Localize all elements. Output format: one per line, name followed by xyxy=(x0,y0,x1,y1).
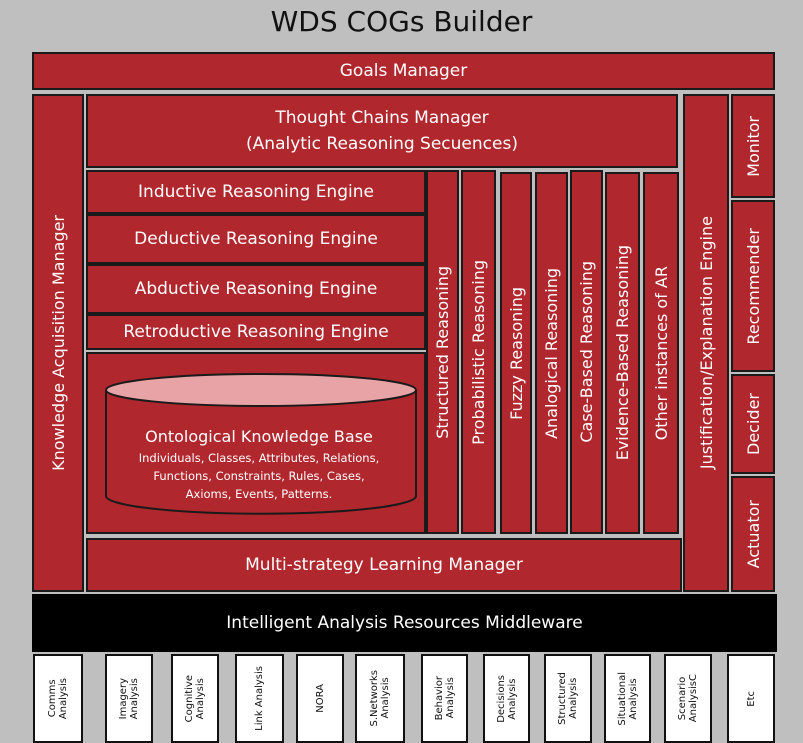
reasoning-label: Probabilistic Reasoning xyxy=(469,259,488,445)
middleware-bar: Intelligent Analysis Resources Middlewar… xyxy=(32,594,777,652)
resource-label-line: Analysis xyxy=(506,677,518,720)
resource-nora: NORA xyxy=(296,654,344,743)
resource-label-line: Situational xyxy=(616,671,628,726)
retroductive-engine: Retroductive Reasoning Engine xyxy=(86,314,426,350)
resource-etc: Etc xyxy=(727,654,775,743)
resource-label-line: Analysis xyxy=(444,677,456,720)
deductive-engine: Deductive Reasoning Engine xyxy=(86,214,426,264)
resource-label-line: Analysis xyxy=(380,677,391,720)
reasoning-label: Structured Reasoning xyxy=(433,265,452,439)
justification-label: Justification/Explanation Engine xyxy=(696,216,716,470)
other-reasoning: Other instances of AR xyxy=(643,172,679,534)
knowledge-base-title: Ontological Knowledge Base xyxy=(145,427,373,446)
thought-chains-subtitle: (Analytic Reasoning Secuences) xyxy=(246,134,518,154)
resource-label-line: Scenario xyxy=(677,676,688,721)
resource-link-analysis: Link Analysis xyxy=(235,654,284,743)
knowledge-acquisition-label: Knowledge Acquisition Manager xyxy=(48,215,68,471)
resource-label-line: Analysis xyxy=(195,677,206,720)
resource-label-line: NORA xyxy=(314,684,326,713)
reasoning-label: Case-Based Reasoning xyxy=(577,261,596,443)
resource-label-line: Analysis xyxy=(627,677,639,720)
resource-label-line: Imagery xyxy=(118,677,129,720)
thought-chains-title: Thought Chains Manager xyxy=(275,108,489,128)
resource-label-line: Analysis xyxy=(58,677,69,720)
resource-label-line: S.Networks xyxy=(369,670,380,727)
diagram-title: WDS COGs Builder xyxy=(270,5,533,38)
monitor-module: Monitor xyxy=(731,94,775,198)
knowledge-base-line: Axioms, Events, Patterns. xyxy=(186,487,333,501)
module-label: Recommender xyxy=(743,227,763,345)
resource-label-line: Analysis xyxy=(129,677,140,720)
decider-module: Decider xyxy=(731,374,775,474)
justification-engine: Justification/Explanation Engine xyxy=(683,94,729,592)
resource-label-line: Comms xyxy=(47,679,58,718)
actuator-module: Actuator xyxy=(731,476,775,592)
resource-label: Etc xyxy=(746,691,757,707)
resource-label-line: Decisions xyxy=(495,674,507,723)
reasoning-label: Analogical Reasoning xyxy=(542,267,561,439)
resource-label-line: Analysis xyxy=(568,677,579,720)
reasoning-label: Evidence-Based Reasoning xyxy=(613,245,632,461)
thought-chains-manager: Thought Chains Manager (Analytic Reasoni… xyxy=(86,94,678,168)
evidence-based-reasoning: Evidence-Based Reasoning xyxy=(605,172,640,534)
goals-manager: Goals Manager xyxy=(32,52,775,90)
recommender-module: Recommender xyxy=(731,200,775,372)
structured-reasoning: Structured Reasoning xyxy=(426,170,459,534)
inductive-engine: Inductive Reasoning Engine xyxy=(86,170,426,214)
fuzzy-reasoning: Fuzzy Reasoning xyxy=(500,172,532,534)
resource-label-line: Link Analysis xyxy=(254,666,265,731)
probabilistic-reasoning: Probabilistic Reasoning xyxy=(461,170,496,534)
module-label: Decider xyxy=(743,393,763,455)
case-based-reasoning: Case-Based Reasoning xyxy=(570,170,603,534)
resource-label-line: Etc xyxy=(745,690,757,707)
resource-label-line: Behavior xyxy=(433,676,445,721)
resource-label: NORA xyxy=(315,684,326,713)
knowledge-base-cylinder: Ontological Knowledge Base Individuals, … xyxy=(105,373,417,515)
reasoning-label: Other instances of AR xyxy=(651,265,671,441)
knowledge-base-line: Functions, Constraints, Rules, Cases, xyxy=(153,469,364,483)
module-label: Actuator xyxy=(743,499,763,569)
reasoning-label: Fuzzy Reasoning xyxy=(506,286,526,420)
resource-label-line: AnalysisC xyxy=(688,674,699,723)
knowledge-base-panel: Ontological Knowledge Base Individuals, … xyxy=(86,352,426,534)
learning-manager: Multi-strategy Learning Manager xyxy=(86,538,682,592)
module-label: Monitor xyxy=(743,115,763,177)
resource-label-line: Cognitive xyxy=(184,674,195,723)
knowledge-acquisition-manager: Knowledge Acquisition Manager xyxy=(32,94,84,592)
knowledge-base-line: Individuals, Classes, Attributes, Relati… xyxy=(139,451,380,465)
analogical-reasoning: Analogical Reasoning xyxy=(535,172,568,534)
resource-label: Link Analysis xyxy=(254,666,265,731)
resource-label-line: Structured xyxy=(557,672,568,725)
abductive-engine: Abductive Reasoning Engine xyxy=(86,264,426,314)
